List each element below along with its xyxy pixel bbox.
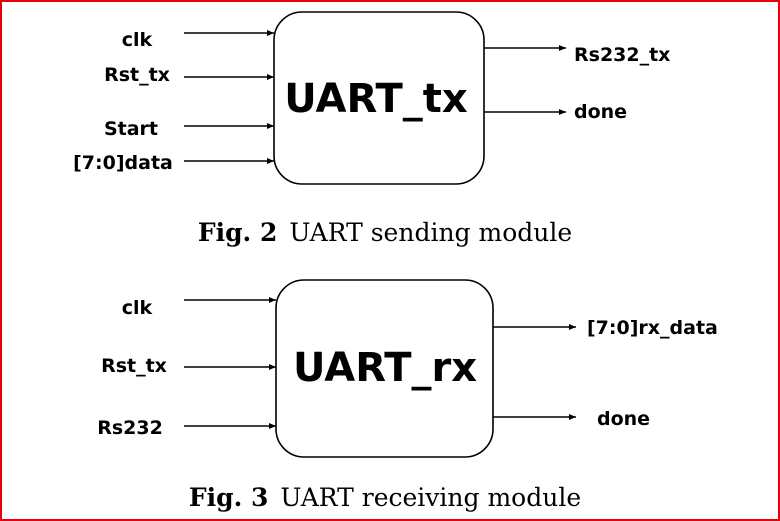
uart-tx-block-label: UART_tx xyxy=(284,76,468,122)
rx-input-clk: clk xyxy=(122,297,276,319)
rx-input-label-clk: clk xyxy=(122,297,153,319)
rx-output-label-done: done xyxy=(597,408,650,430)
tx-input-start: Start xyxy=(104,118,274,140)
tx-input-clk: clk xyxy=(122,29,274,51)
figure-3-text: UART receiving module xyxy=(280,483,581,512)
rx-output-done: done xyxy=(493,408,650,430)
figure-2-label: Fig. 2 xyxy=(198,218,278,247)
tx-input-label-rst: Rst_tx xyxy=(104,64,170,86)
tx-output-label-rs232: Rs232_tx xyxy=(574,44,670,66)
tx-input-label-data: [7:0]data xyxy=(73,152,173,174)
rx-input-label-rst: Rst_tx xyxy=(101,355,167,377)
rx-output-rxdata: [7:0]rx_data xyxy=(493,317,718,339)
uart-tx-block xyxy=(273,11,485,185)
figure-2-caption: Fig. 2 UART sending module xyxy=(198,218,572,247)
tx-input-label-clk: clk xyxy=(122,29,153,51)
uart-rx-block xyxy=(275,279,494,458)
tx-output-done: done xyxy=(484,101,627,123)
rx-input-label-rs232: Rs232 xyxy=(97,417,163,439)
tx-input-label-start: Start xyxy=(104,118,158,140)
rx-input-rst: Rst_tx xyxy=(101,355,276,377)
figure-3-caption: Fig. 3 UART receiving module xyxy=(189,483,581,512)
uart-tx-module: UART_tx clk Rst_tx Start [7:0]data Rs232… xyxy=(73,11,670,185)
tx-input-rst: Rst_tx xyxy=(104,64,274,86)
rx-input-rs232: Rs232 xyxy=(97,417,276,439)
figure-3-label: Fig. 3 xyxy=(189,483,269,512)
uart-rx-module: UART_rx clk Rst_tx Rs232 [7:0]rx_data do… xyxy=(97,279,718,458)
figure-2-text: UART sending module xyxy=(289,218,572,247)
tx-input-data: [7:0]data xyxy=(73,152,274,174)
tx-output-label-done: done xyxy=(574,101,627,123)
uart-rx-block-label: UART_rx xyxy=(293,345,477,391)
tx-output-rs232: Rs232_tx xyxy=(484,44,670,66)
rx-output-label-rxdata: [7:0]rx_data xyxy=(587,317,718,339)
